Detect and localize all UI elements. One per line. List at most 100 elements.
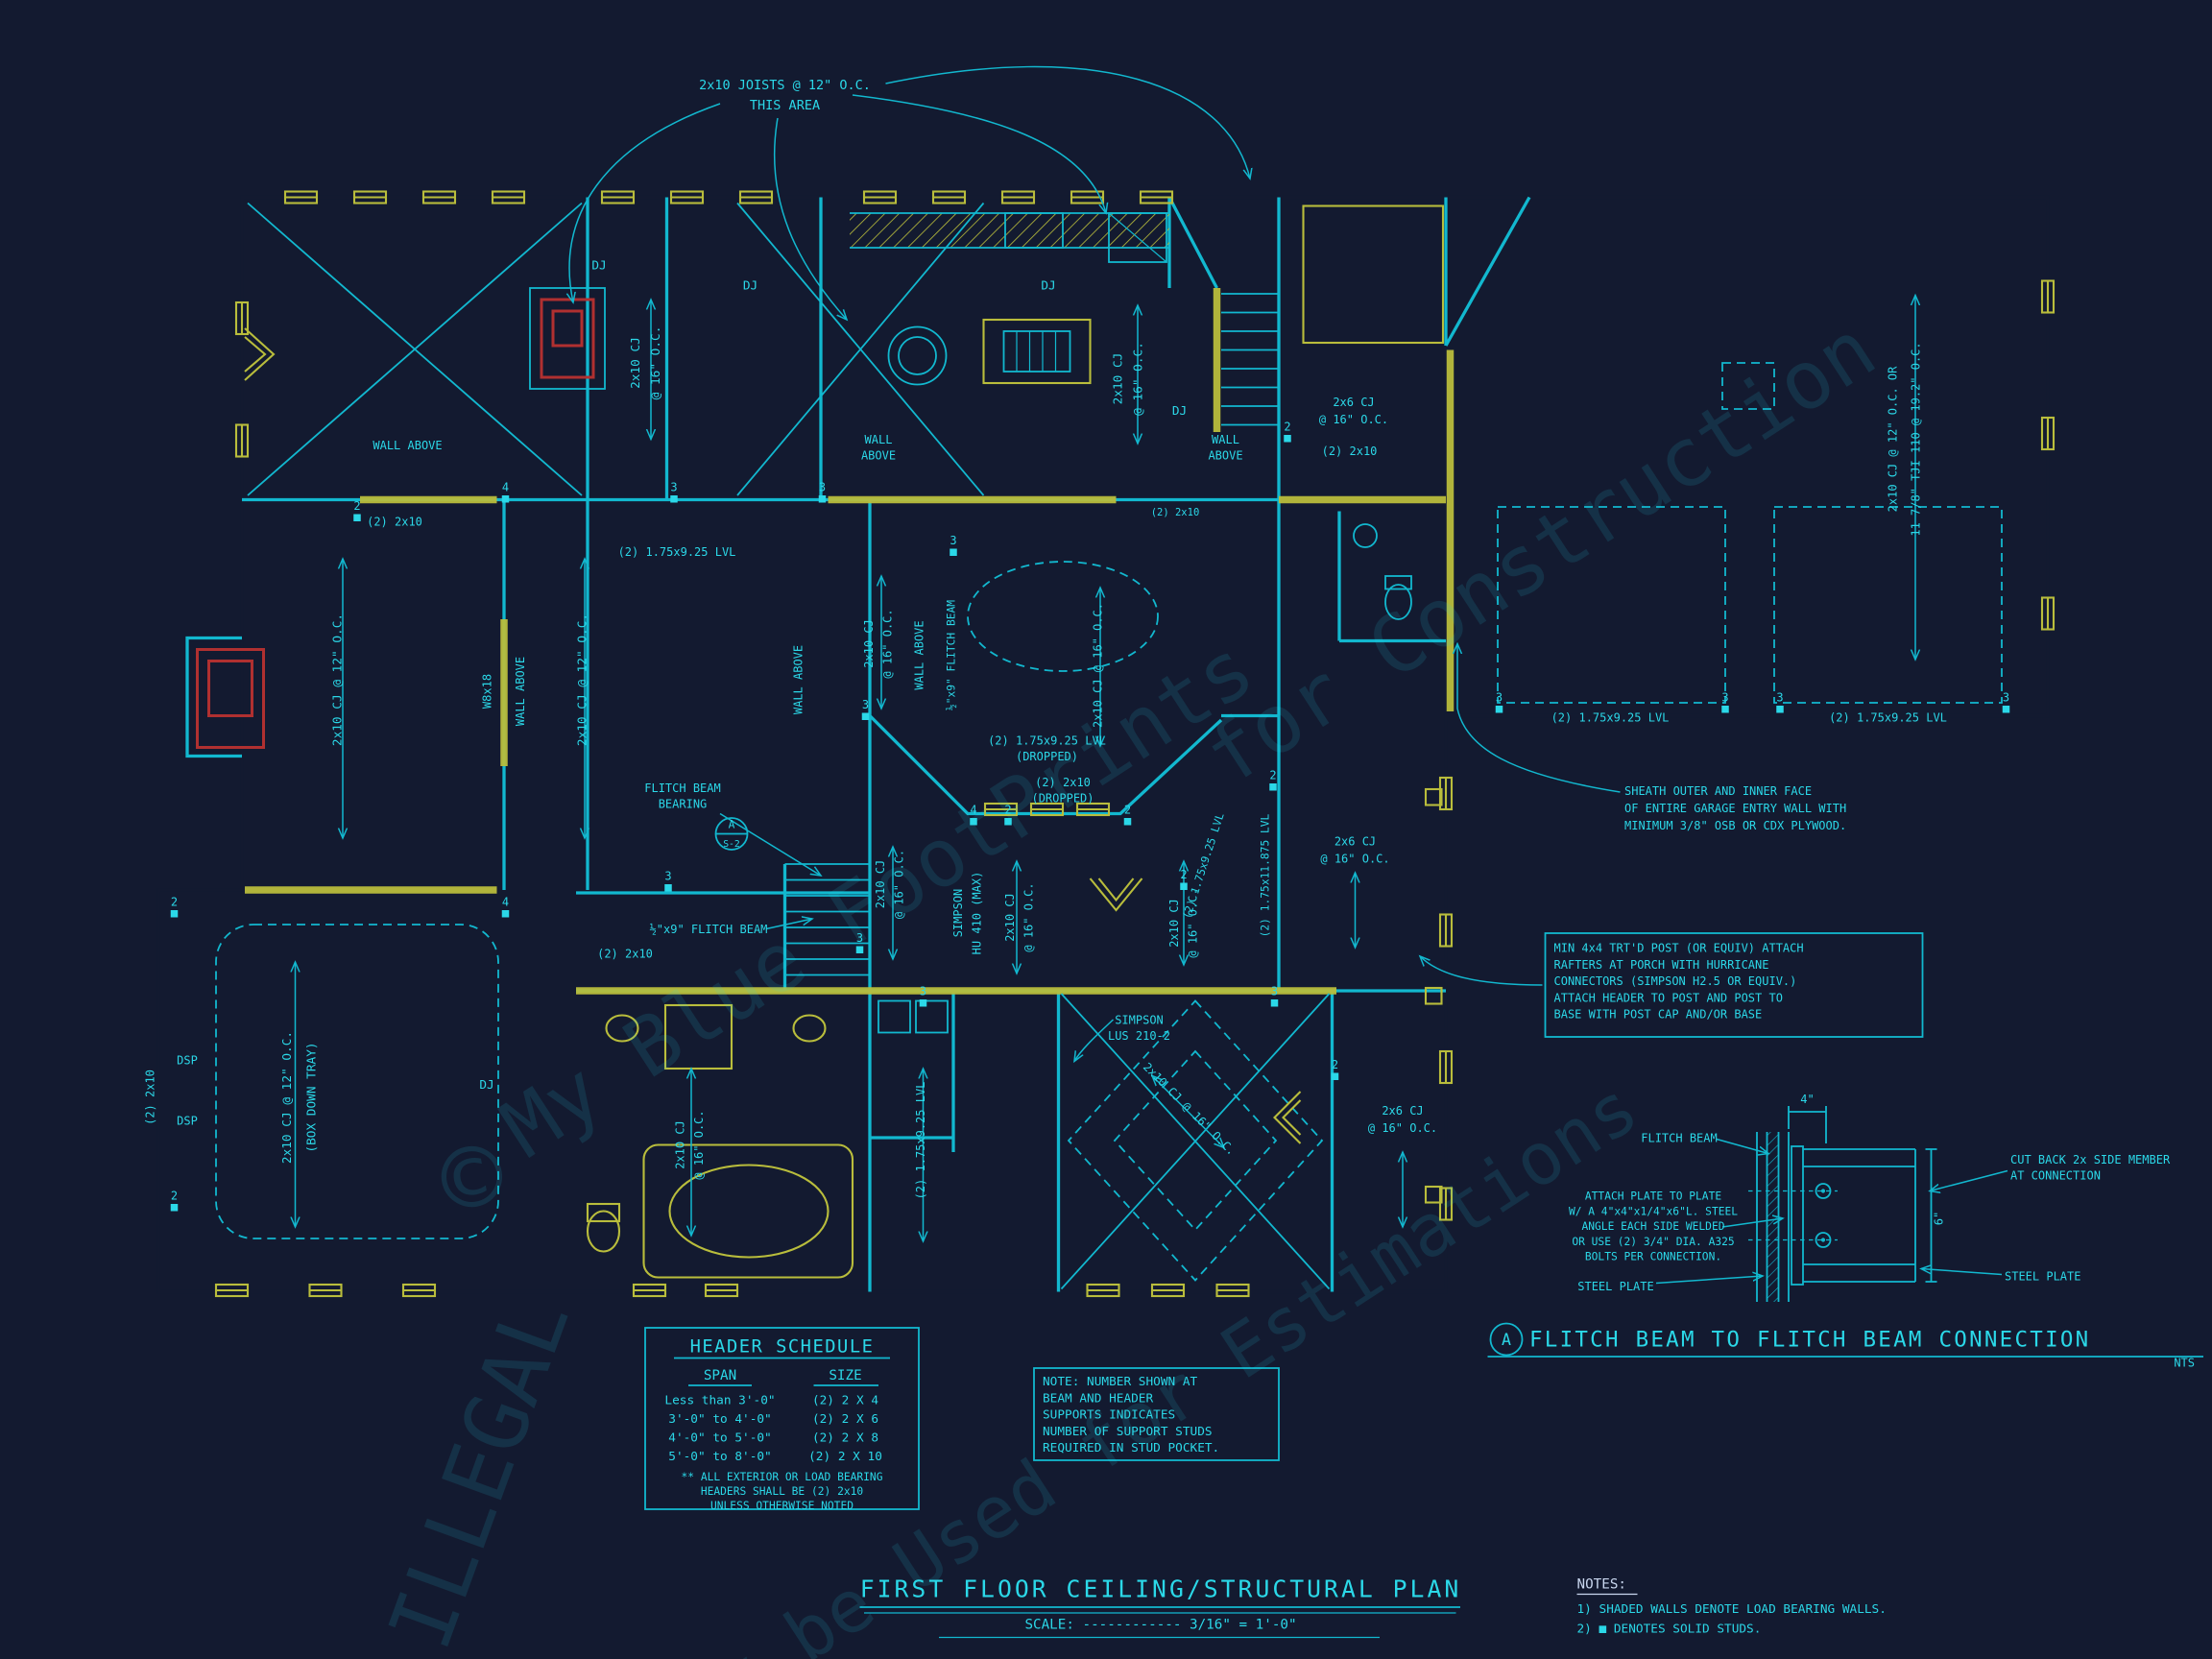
stud-note-line: NUMBER OF SUPPORT STUDS	[1043, 1425, 1213, 1439]
plan-label: FLITCH BEAM	[644, 781, 720, 795]
plan-label: DSP	[177, 1054, 198, 1068]
plan-label: (2) 2x10	[597, 948, 653, 961]
schedule-col-size: SIZE	[829, 1368, 861, 1383]
plan-label: @ 16" O.C.	[649, 326, 663, 400]
plan-label: 2x10 CJ	[674, 1120, 687, 1169]
detail-marker-circle	[1489, 1322, 1524, 1357]
plan-label: @ 16" O.C.	[893, 850, 906, 919]
stud-count: 3	[1496, 691, 1503, 705]
watermark-text: for Construction	[1189, 301, 1891, 804]
note-item: 2) ■ DENOTES SOLID STUDS.	[1577, 1622, 1762, 1636]
tub	[642, 1143, 854, 1279]
solid-stud-marker	[818, 495, 827, 503]
underlines	[674, 1356, 2203, 1639]
solid-stud-marker	[855, 946, 864, 953]
plan-label: (DROPPED)	[1031, 792, 1094, 805]
detail-title: FLITCH BEAM TO FLITCH BEAM CONNECTION	[1529, 1328, 2090, 1353]
post-note-line: RAFTERS AT PORCH WITH HURRICANE	[1554, 958, 1769, 972]
stud-count: 3	[862, 698, 869, 711]
plan-label: @ 16" O.C.	[1022, 882, 1036, 951]
joist-arrows	[296, 296, 1916, 1242]
stud-note-line: SUPPORTS INDICATES	[1043, 1408, 1175, 1423]
plan-label: (DROPPED)	[1016, 750, 1078, 763]
schedule-size-cell: (2) 2 X 6	[812, 1412, 878, 1427]
plan-label: 2x6 CJ	[1333, 396, 1374, 409]
plan-label: ABOVE	[1208, 449, 1242, 463]
schedule-span-cell: 3'-0" to 4'-0"	[668, 1412, 771, 1427]
cutback-note-line: AT CONNECTION	[2010, 1169, 2101, 1183]
stud-count: 3	[1271, 985, 1278, 998]
post-note-line: BASE WITH POST CAP AND/OR BASE	[1554, 1008, 1763, 1022]
solid-stud-marker	[1721, 706, 1729, 713]
stud-count: 3	[670, 481, 677, 494]
plan-label: (2) 2x10	[367, 516, 422, 529]
toilet	[586, 1210, 621, 1253]
stud-count: 3	[2003, 691, 2009, 705]
schedule-title: HEADER SCHEDULE	[690, 1337, 875, 1358]
bath-fixtures	[586, 204, 1445, 1279]
section-marker	[714, 817, 749, 851]
watermark-text: ©	[432, 1116, 513, 1241]
plan-label: 2x10 CJ @ 12" O.C. OR	[1887, 366, 1900, 512]
dashed-features	[215, 362, 2003, 1239]
window-symbols	[214, 190, 2056, 1298]
plan-label: LUS 210-2	[1108, 1029, 1170, 1043]
plan-label: ½"x9" FLITCH BEAM	[650, 923, 768, 936]
dim-4in	[1788, 1106, 1827, 1143]
plan-label: 2x10 CJ @ 12" O.C.	[331, 613, 346, 746]
schedule-size-cell: (2) 2 X 4	[812, 1394, 878, 1408]
solid-stud-marker	[1269, 783, 1277, 791]
plan-label: @ 16" O.C.	[1368, 1121, 1437, 1135]
laundry-left	[878, 999, 911, 1034]
stud-count: 2	[171, 896, 178, 909]
sheath-note-line: MINIMUM 3/8" OSB OR CDX PLYWOOD.	[1624, 819, 1846, 832]
porch-posts	[1424, 787, 1443, 1204]
stud-count: 2	[1269, 769, 1276, 782]
plan-label: 2x10 CJ @ 12" O.C.	[280, 1031, 295, 1164]
plan-label: (2) 1.75x9.25 LVL	[988, 734, 1106, 748]
powder-sink	[1353, 523, 1378, 548]
stud-count: 3	[1776, 691, 1783, 705]
plan-label: (2) 2x10	[1035, 776, 1091, 789]
kitchen-fixtures	[850, 212, 1169, 386]
stud-count: 2	[1332, 1058, 1338, 1071]
post-note-line: CONNECTORS (SIMPSON H2.5 OR EQUIV.)	[1554, 974, 1797, 988]
bearing-walls	[245, 288, 1455, 995]
plan-label: @ 16" O.C.	[1319, 413, 1388, 426]
plan-label: 2x10 CJ	[1112, 353, 1126, 405]
kitchen-sink	[887, 325, 948, 386]
stud-note-line: NOTE: NUMBER SHOWN AT	[1043, 1375, 1198, 1389]
stud-count: 2	[171, 1190, 178, 1203]
stud-count: 3	[819, 481, 826, 494]
refrigerator	[1108, 212, 1167, 263]
schedule-span-cell: 5'-0" to 8'-0"	[668, 1450, 771, 1464]
schedule-size-cell: (2) 2 X 8	[812, 1431, 878, 1446]
plan-label: 2x10 CJ @ 12" O.C.	[576, 613, 590, 746]
kitchen-island	[982, 318, 1092, 385]
left-fireplace	[196, 648, 265, 749]
stud-note-line: REQUIRED IN STUD POCKET.	[1043, 1441, 1219, 1455]
plan-label: (2) 2x10	[144, 1070, 157, 1125]
solid-stud-marker	[861, 712, 870, 720]
solid-stud-marker	[1004, 818, 1012, 826]
stud-count: 4	[970, 804, 976, 817]
plan-label: DJ	[1041, 279, 1055, 294]
door-swings	[244, 327, 1302, 1144]
plan-label: 2x10 CJ @ 16" O.C.	[1092, 603, 1105, 728]
exterior-walls	[156, 195, 2050, 1294]
post-note-line: MIN 4x4 TRT'D POST (OR EQUIV) ATTACH	[1554, 942, 1804, 955]
plan-label: SIMPSON	[1115, 1014, 1164, 1027]
solid-stud-marker	[1331, 1072, 1339, 1080]
sheath-note-line: SHEATH OUTER AND INNER FACE	[1624, 784, 1812, 798]
notes-items: 1) SHADED WALLS DENOTE LOAD BEARING WALL…	[1577, 1602, 1887, 1636]
schedule-footnote-line: HEADERS SHALL BE (2) 2x10	[701, 1485, 864, 1498]
plan-label: WALL ABOVE	[373, 439, 442, 452]
pantry-shelving	[1302, 204, 1445, 345]
sheath-note-line: OF ENTIRE GARAGE ENTRY WALL WITH	[1624, 802, 1846, 815]
plan-label: BEARING	[659, 798, 708, 811]
top-joist-note-line: 2x10 JOISTS @ 12" O.C.	[699, 78, 871, 93]
plan-label: ABOVE	[861, 449, 896, 463]
counter-hatch	[850, 213, 1169, 248]
